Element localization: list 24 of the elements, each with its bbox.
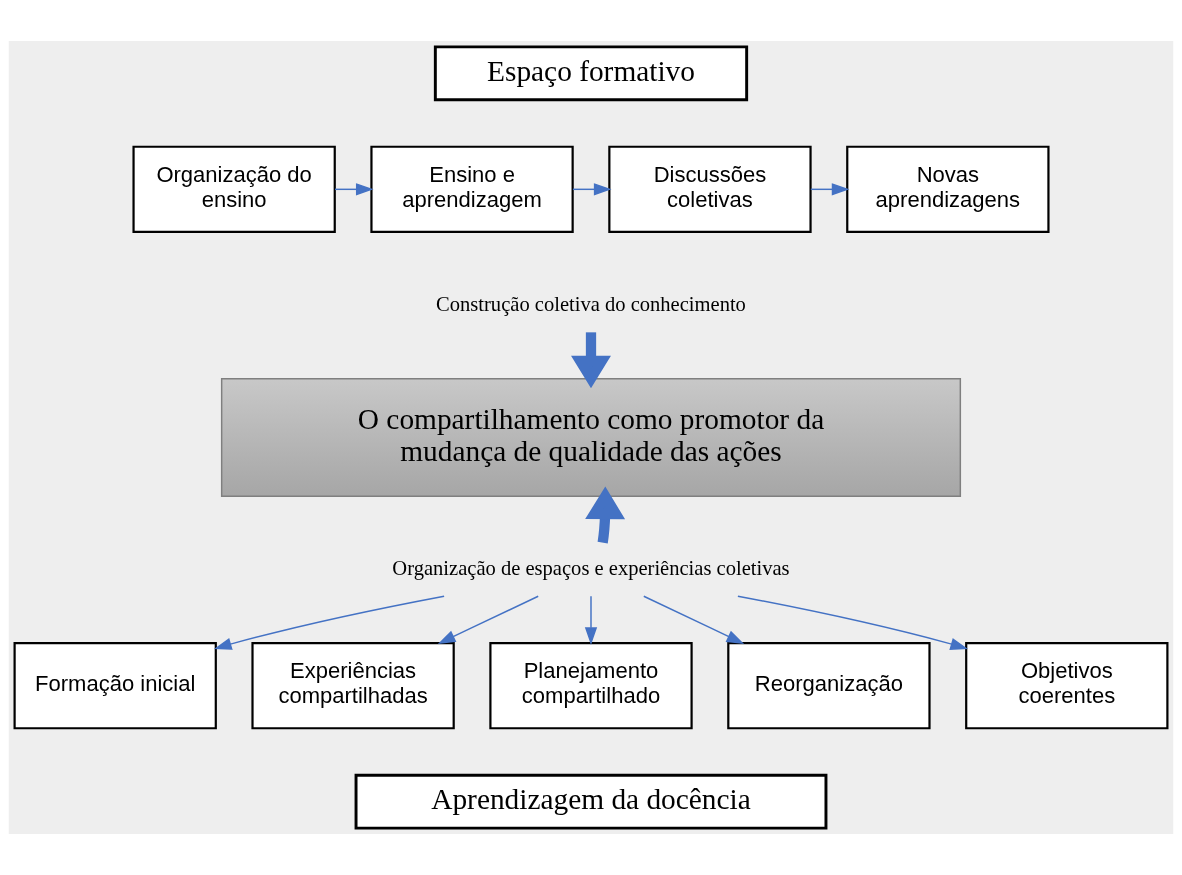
node-box: Espaço formativo	[433, 45, 749, 102]
arrow	[810, 183, 850, 196]
arrow	[437, 595, 539, 644]
arrow	[585, 486, 626, 544]
node-text: Organização de espaços e experiências coletivas	[392, 557, 790, 580]
node-box: O compartilhamento como promotor da mudança de qualidade das ações	[220, 378, 962, 497]
node-text: Construção coletiva do conhecimento	[436, 292, 746, 315]
node-box: Novas aprendizagens	[846, 145, 1050, 233]
node-box: Formação inicial	[13, 642, 217, 730]
arrow	[334, 183, 374, 196]
node-box: Reorganização	[727, 642, 931, 730]
node-box: Objetivos coerentes	[965, 642, 1169, 730]
node-box: Experiências compartilhadas	[251, 642, 455, 730]
node-box: Ensino e aprendizagem	[370, 145, 574, 233]
arrow	[643, 595, 745, 644]
node-box: Planejamento compartilhado	[489, 642, 693, 730]
node-box: Organização do ensino	[132, 145, 336, 233]
arrow	[737, 595, 968, 650]
node-box: Aprendizagem da docência	[354, 773, 828, 830]
arrow	[572, 183, 612, 196]
arrow	[214, 595, 445, 650]
node-box: Discussões coletivas	[608, 145, 812, 233]
arrow	[584, 595, 598, 645]
arrow	[571, 332, 611, 389]
